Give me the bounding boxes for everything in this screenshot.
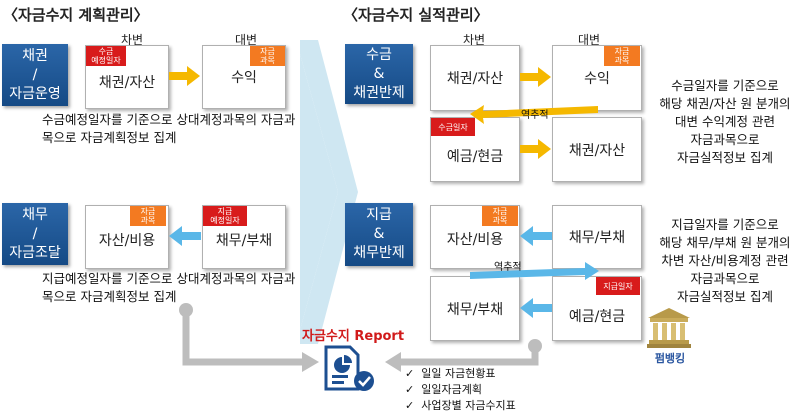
plan-receivable-credit-label: 수익	[231, 70, 257, 86]
report-items: ✓ 일일 자금현황표 ✓ 일일자금계획 ✓ 사업장별 자금수지표	[405, 366, 516, 414]
actual-payable-row2-debit-label: 채무/부채	[446, 301, 504, 318]
plan-receivable-credit-box: 수익	[202, 45, 286, 109]
actual-payable-row1-arrow	[520, 226, 552, 246]
report-title: 자금수지 Report	[302, 329, 405, 344]
plan-to-report-arrow	[179, 303, 319, 372]
actual-receivable-row2-arrow	[520, 139, 551, 159]
plan-receivable-arrow	[169, 66, 200, 86]
actual-to-report-arrow	[385, 339, 542, 372]
plan-receivable-debit-tag: 수금 예정일자	[86, 46, 126, 66]
bank-label: 펌뱅킹	[654, 352, 686, 365]
actual-payable-row1-debit-label: 자산/비용	[446, 232, 504, 248]
actual-credit-header: 대변	[577, 33, 601, 47]
actual-payable-row2-credit-label: 예금/현금	[568, 308, 626, 325]
plan-receivable-side: 채권/자금운영	[2, 44, 68, 106]
actual-payable-row2-arrow	[520, 298, 552, 318]
actual-receivable-row2-debit-label: 예금/현금	[446, 148, 504, 165]
plan-title: 〈자금수지 계획관리〉	[3, 6, 149, 24]
actual-receivable-row2-credit-label: 채권/자산	[568, 142, 626, 159]
actual-payable-row1-debit-tag: 자금 과목	[482, 206, 518, 226]
actual-debit-header: 차변	[462, 33, 486, 47]
actual-receivable-row1-credit-tag: 자금 과목	[604, 46, 640, 66]
bank-icon	[647, 308, 691, 348]
actual-receivable-row2-credit: 채권/자산	[552, 117, 642, 182]
actual-receivable-side: 수금&채권반제	[345, 44, 413, 104]
plan-credit-header: 대변	[234, 33, 258, 47]
report-document-icon	[324, 345, 374, 391]
actual-receivable-row2-debit-tag: 수금일자	[431, 118, 475, 136]
actual-receivable-row1-arrow	[520, 67, 551, 87]
actual-receivable-row1-debit-label: 채권/자산	[446, 71, 504, 87]
plan-payable-arrow	[169, 226, 201, 246]
plan-payable-side: 채무/자금조달	[2, 203, 68, 265]
report-item: ✓ 일일 자금현황표	[405, 367, 496, 380]
plan-payable-debit-tag: 자금 과목	[130, 206, 166, 226]
plan-payable-debit-label: 자산/비용	[98, 233, 156, 249]
report-item: ✓ 일일자금계획	[405, 383, 482, 396]
plan-payable-credit-label: 채무/부채	[215, 233, 273, 249]
actual-payable-row2-credit-tag: 지급일자	[596, 277, 640, 295]
actual-receivable-row1-debit: 채권/자산	[430, 45, 520, 111]
actual-receivable-reverse-label: 역추적	[521, 110, 549, 121]
actual-payable-side: 지급&채무반제	[345, 203, 413, 266]
actual-payable-note: 지급일자를 기준으로 해당 채무/부채 원 분개의 차변 자산/비용계정 관련 …	[659, 217, 791, 304]
actual-payable-row2-debit: 채무/부채	[430, 276, 520, 341]
actual-payable-row1-credit: 채무/부채	[552, 205, 642, 269]
flow-chevron	[300, 40, 358, 344]
actual-receivable-note: 수금일자를 기준으로 해당 채권/자산 원 분개의 대변 수익계정 관련 자금과…	[659, 78, 791, 165]
plan-receivable-debit-label: 채권/자산	[98, 75, 156, 91]
plan-debit-header: 차변	[120, 33, 144, 47]
actual-payable-reverse-arrow	[470, 262, 599, 280]
actual-title: 〈자금수지 실적관리〉	[343, 6, 489, 24]
plan-receivable-description: 수금예정일자를 기준으로 상대계정과목의 자금과목으로 자금계획정보 집계	[42, 112, 296, 145]
actual-receivable-row1-credit-label: 수익	[584, 71, 610, 87]
plan-payable-credit-tag: 지급 예정일자	[203, 206, 247, 226]
actual-payable-row1-credit-label: 채무/부채	[568, 230, 626, 246]
actual-payable-reverse-label: 역추적	[494, 262, 522, 273]
plan-payable-description: 지급예정일자를 기준으로 상대계정과목의 자금과목으로 자금계획정보 집계	[42, 271, 296, 304]
actual-receivable-row2-debit: 예금/현금	[430, 117, 520, 182]
report-item: ✓ 사업장별 자금수지표	[405, 399, 516, 412]
actual-receivable-reverse-arrow	[470, 105, 598, 124]
plan-receivable-credit-tag: 자금 과목	[250, 46, 285, 66]
